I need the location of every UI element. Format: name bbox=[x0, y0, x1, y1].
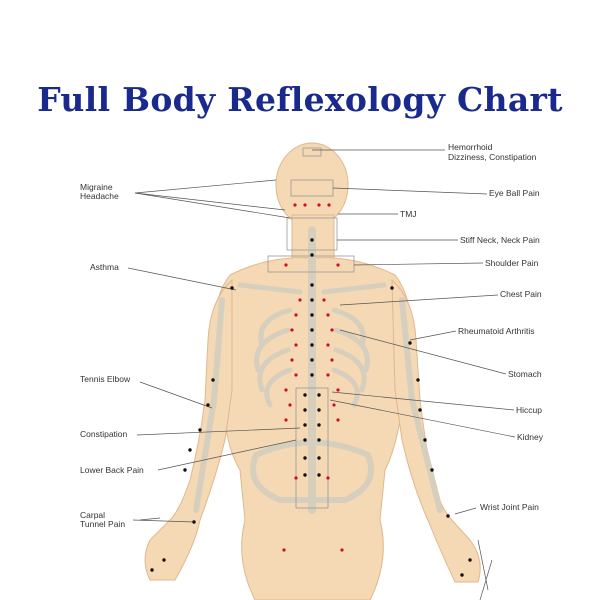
guide-boxes bbox=[267, 147, 355, 509]
label-asthma: Asthma bbox=[90, 262, 119, 272]
label-shoulder-pain: Shoulder Pain bbox=[485, 258, 539, 268]
label-hiccup: Hiccup bbox=[516, 405, 542, 415]
label-hemorrhoid: Hemorrhoid bbox=[448, 142, 493, 152]
label-constipation: Constipation bbox=[80, 429, 128, 439]
label-eye-ball-pain: Eye Ball Pain bbox=[489, 188, 540, 198]
label-tennis-elbow: Tennis Elbow bbox=[80, 374, 131, 384]
skeleton bbox=[193, 226, 443, 514]
label-lower-back-pain: Lower Back Pain bbox=[80, 465, 144, 475]
black-points bbox=[150, 238, 472, 577]
label-kidney: Kidney bbox=[517, 432, 543, 442]
label-tunnel-pain: Tunnel Pain bbox=[80, 519, 126, 529]
label-headache: Headache bbox=[80, 191, 119, 201]
label-stiff-neck: Stiff Neck, Neck Pain bbox=[460, 235, 540, 245]
chart-title: Full Body Reflexology Chart bbox=[37, 80, 563, 119]
label-migraine: Migraine bbox=[80, 182, 113, 192]
label-stomach: Stomach bbox=[508, 369, 542, 379]
label-wrist-joint-pain: Wrist Joint Pain bbox=[480, 502, 539, 512]
label-carpal: Carpal bbox=[80, 510, 106, 520]
red-points bbox=[282, 203, 344, 552]
label-dizziness-constipation: Dizziness, Constipation bbox=[448, 152, 537, 162]
label-rheumatoid-arthritis: Rheumatoid Arthritis bbox=[458, 326, 535, 336]
label-chest-pain: Chest Pain bbox=[500, 289, 542, 299]
leader-lines bbox=[127, 149, 516, 600]
label-tmj: TMJ bbox=[400, 209, 417, 219]
